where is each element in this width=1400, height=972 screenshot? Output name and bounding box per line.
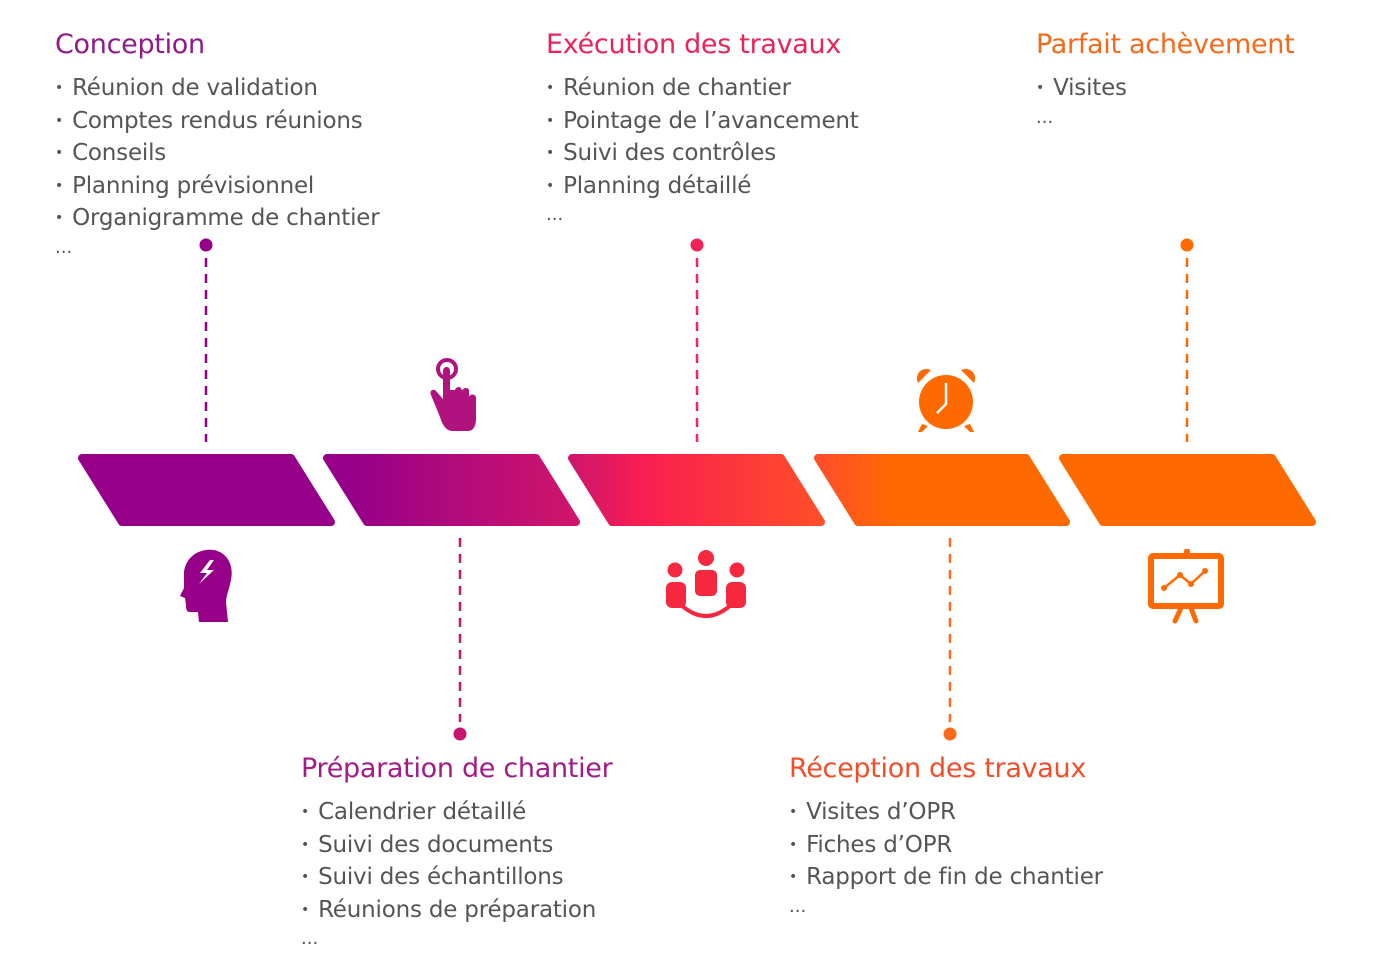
phase-items: Réunion de validation Comptes rendus réu… (55, 74, 380, 237)
list-item: Planning détaillé (546, 172, 859, 205)
timeline-segment-reception (814, 454, 1070, 526)
phase-items: Calendrier détaillé Suivi des documents … (301, 798, 612, 928)
list-item: Comptes rendus réunions (55, 107, 379, 140)
list-item: Visites (1036, 74, 1294, 107)
dot-achevement (1180, 238, 1194, 252)
phase-reception: Réception des travaux Visites d’OPR Fich… (789, 752, 1103, 918)
phase-title: Exécution des travaux (546, 29, 842, 60)
dot-preparation (453, 727, 467, 741)
list-item: Planning prévisionnel (55, 172, 379, 205)
phase-items: Réunion de chantier Pointage de l’avance… (546, 74, 859, 204)
more-ellipsis: ... (789, 895, 807, 917)
hand-pointer-icon (430, 358, 476, 431)
alarm-clock-icon (916, 368, 976, 432)
dot-conception (199, 238, 213, 252)
presentation-chart-icon (1148, 549, 1224, 624)
timeline-segment-execution (568, 454, 825, 526)
phase-title: Parfait achèvement (1036, 29, 1295, 60)
team-icon (666, 550, 746, 618)
list-item: Visites d’OPR (789, 798, 1103, 831)
list-item: Rapport de fin de chantier (789, 863, 1103, 896)
list-item: Réunions de préparation (301, 896, 612, 929)
phase-title: Préparation de chantier (301, 753, 613, 784)
more-ellipsis: ... (301, 928, 319, 949)
list-item: Organigramme de chantier (55, 204, 380, 237)
phase-preparation: Préparation de chantier Calendrier détai… (301, 752, 613, 950)
more-ellipsis: ... (546, 204, 564, 225)
list-item: Suivi des échantillons (301, 863, 612, 896)
more-ellipsis: ... (55, 236, 73, 258)
list-item: Réunion de chantier (546, 74, 859, 107)
phase-title: Conception (55, 29, 205, 60)
phase-conception: Conception Réunion de validation Comptes… (55, 28, 380, 259)
more-ellipsis: ... (1036, 106, 1054, 128)
timeline-segment-preparation (323, 454, 580, 526)
list-item: Suivi des contrôles (546, 139, 859, 172)
dot-reception (943, 727, 957, 741)
list-item: Pointage de l’avancement (546, 107, 859, 140)
list-item: Suivi des documents (301, 831, 612, 864)
timeline-segment-conception (78, 454, 335, 526)
list-item: Réunion de validation (55, 74, 379, 107)
timeline-segment-achevement (1059, 454, 1316, 526)
list-item: Calendrier détaillé (301, 798, 612, 831)
phase-items: Visites (1036, 74, 1294, 107)
list-item: Conseils (55, 139, 379, 172)
phase-execution: Exécution des travaux Réunion de chantie… (546, 28, 859, 226)
phase-title: Réception des travaux (789, 753, 1087, 784)
dot-execution (690, 238, 704, 252)
phase-parfait-achevement: Parfait achèvement Visites ... (1036, 28, 1295, 129)
phase-items: Visites d’OPR Fiches d’OPR Rapport de fi… (789, 798, 1103, 896)
list-item: Fiches d’OPR (789, 831, 1103, 864)
head-lightning-icon (180, 549, 232, 622)
